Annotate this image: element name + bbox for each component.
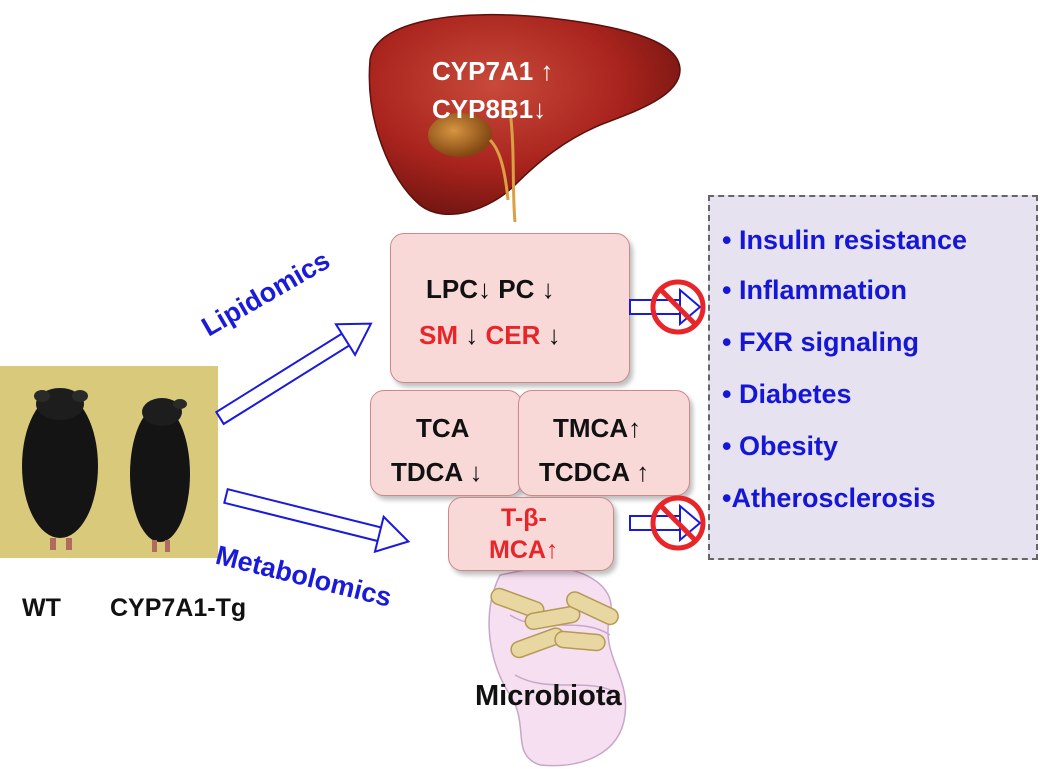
lipid-row-1: LPC↓ PC ↓ [426,274,555,305]
phenotype-effects-box: • Insulin resistance • Inflammation • FX… [708,195,1038,560]
liver-gene-cyp7a1: CYP7A1 ↑ [432,56,554,86]
effect-diabetes: • Diabetes [722,379,852,409]
lpc-label: LPC↓ [426,274,491,304]
effect-inflammation: • Inflammation [722,275,907,305]
bile-acid-box-bottom: T-β- MCA↑ [448,497,614,571]
lipidomics-arrow [214,322,373,426]
liver-gene-cyp8b1: CYP8B1↓ [432,94,547,124]
mice-illustration [22,388,190,552]
label-wt: WT [22,594,61,622]
cer-arrow: ↓ [547,320,561,350]
microbiota-illustration [488,566,627,767]
lipid-row-2: SM ↓ CER ↓ [419,320,561,351]
tmca-label: TMCA↑ [553,413,642,443]
tca-label: TCA [416,413,470,443]
pc-label: PC ↓ [498,274,555,304]
effect-obesity: • Obesity [722,431,838,461]
mice-photo [0,366,218,558]
inhibit-arrow-bile [629,495,706,551]
metabolomics-arrow [223,488,411,554]
bile-acid-box-right: TMCA↑ TCDCA ↑ [518,390,690,496]
liver-illustration [368,13,681,223]
bile-acid-box-left: TCA TDCA ↓ [370,390,522,496]
tdca-label: TDCA ↓ [391,457,483,487]
inhibit-arrow-lipid [629,279,706,335]
tcdca-label: TCDCA ↑ [539,457,650,487]
microbiota-label: Microbiota [475,680,622,712]
sm-arrow: ↓ [465,320,479,350]
effect-insulin-resistance: • Insulin resistance [722,225,968,255]
tbmca-label-line1: T-β- [501,504,547,532]
lipid-changes-box: LPC↓ PC ↓ SM ↓ CER ↓ [390,233,630,383]
cer-label: CER [485,320,541,350]
tbmca-label-line2: MCA↑ [489,536,559,564]
sm-label: SM [419,320,458,350]
label-cyp7a1-tg: CYP7A1-Tg [110,594,247,622]
effect-fxr-signaling: • FXR signaling [722,327,919,357]
effect-atherosclerosis: •Atherosclerosis [722,483,936,513]
